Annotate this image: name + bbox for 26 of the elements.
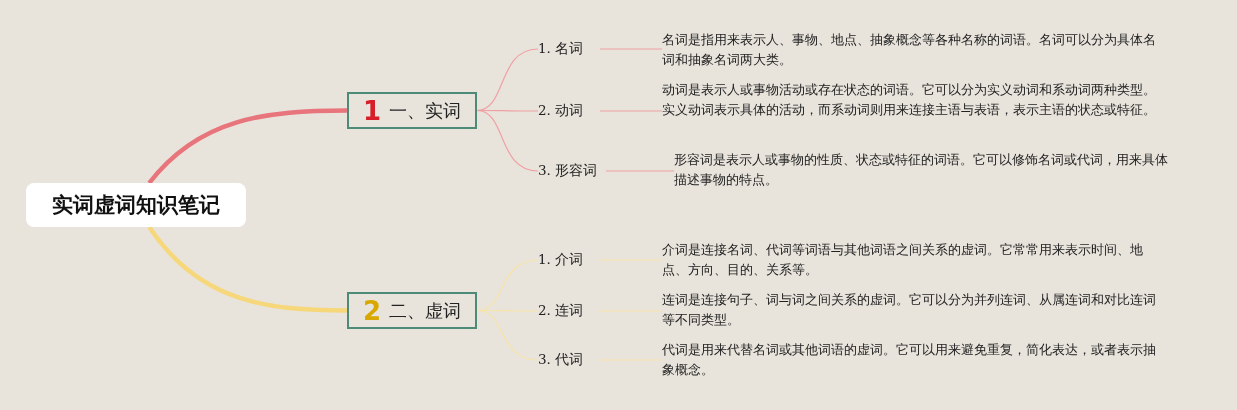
subtopic-label: 1. 名词 — [538, 39, 600, 59]
connector-line — [476, 309, 539, 361]
branch-label: 一、实词 — [389, 98, 462, 123]
subtopic-label: 2. 动词 — [538, 101, 600, 121]
branch-label: 二、虚词 — [389, 298, 462, 323]
description-text: 介词是连接名词、代词等词语与其他词语之间关系的虚词。它常常用来表示时间、地点、方向、目的、关系等。 — [662, 240, 1167, 282]
description-text: 代词是用来代替名词或其他词语的虚词。它可以用来避免重复，简化表达，或者表示抽象概念。 — [662, 340, 1167, 382]
branch-number: 1 — [362, 95, 382, 126]
description-text: 名词是指用来表示人、事物、地点、抽象概念等各种名称的词语。名词可以分为具体名词和抽象名词两大类。 — [662, 30, 1167, 72]
connector-line — [147, 108, 348, 185]
subtopic-label: 1. 介词 — [538, 250, 600, 270]
subtopic-label: 3. 形容词 — [538, 161, 606, 181]
connector-line — [605, 170, 675, 172]
description-text: 形容词是表示人或事物的性质、状态或特征的词语。它可以修饰名词或代词，用来具体描述事物的特点。 — [674, 150, 1179, 192]
topic-box — [347, 92, 477, 129]
connector-line — [147, 225, 348, 313]
description-text: 动词是表示人或事物活动或存在状态的词语。它可以分为实义动词和系动词两种类型。实义动词表示具体的活动，而系动词则用来连接主语与表语，表示主语的状态或特征。 — [662, 80, 1167, 142]
connector-line — [476, 109, 539, 172]
subtopic-label: 2. 连词 — [538, 301, 600, 321]
connector-line — [599, 48, 663, 50]
description-text: 连词是连接句子、词与词之间关系的虚词。它可以分为并列连词、从属连词和对比连词等不同类型。 — [662, 290, 1167, 332]
branch-number: 2 — [362, 295, 382, 326]
root-topic-box: 实词虚词知识笔记 — [26, 183, 246, 227]
connector-line — [599, 110, 663, 112]
subtopic-label: 3. 代词 — [538, 350, 600, 370]
topic-box — [347, 292, 477, 329]
